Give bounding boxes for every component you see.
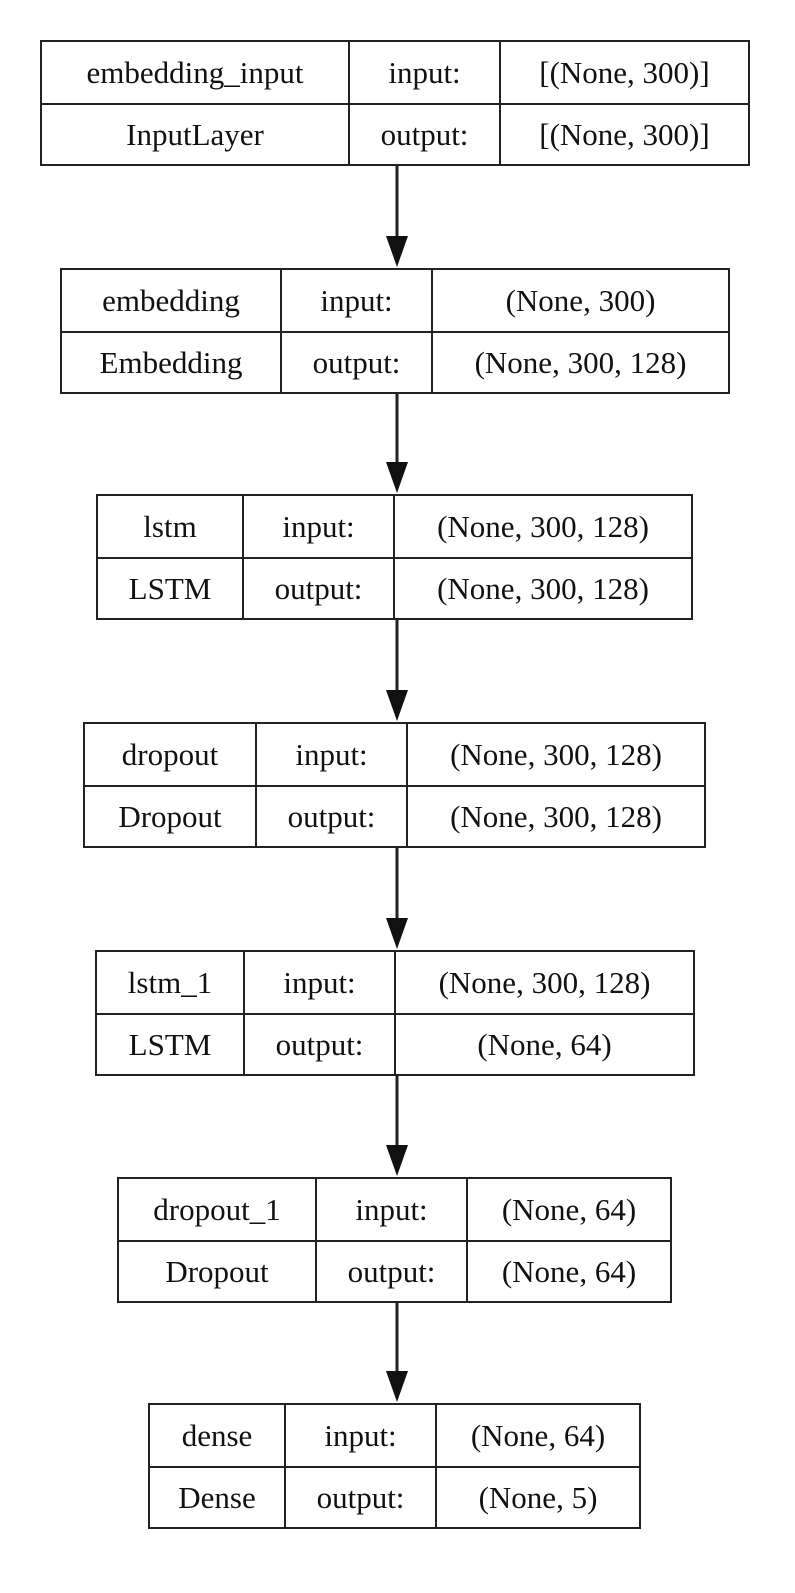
input-shape: (None, 300, 128): [394, 952, 693, 1013]
input-label: input:: [315, 1179, 466, 1240]
input-label: input:: [284, 1405, 435, 1466]
input-shape: (None, 64): [466, 1179, 670, 1240]
layer-name: lstm: [143, 508, 197, 544]
arrowhead-icon: [386, 462, 408, 493]
arrowhead-icon: [386, 236, 408, 267]
output-label: output:: [255, 785, 406, 846]
input-shape: [(None, 300)]: [499, 42, 748, 103]
arrowhead-icon: [386, 690, 408, 721]
layer-name: dropout_1: [153, 1191, 281, 1227]
layer-name: embedding: [102, 282, 240, 318]
edge-embedding-to-lstm: [386, 394, 408, 493]
edge-dropout-to-lstm-1: [386, 848, 408, 949]
input-shape: (None, 300, 128): [406, 724, 704, 785]
output-label: output:: [315, 1240, 466, 1301]
layer-type: Dropout: [85, 785, 255, 846]
input-shape: (None, 300): [431, 270, 728, 331]
layer-name: dense: [181, 1417, 253, 1453]
edge-dropout-1-to-dense: [386, 1303, 408, 1402]
edge-embedding-input-to-embedding: [386, 166, 408, 267]
output-label: output:: [242, 557, 393, 618]
input-label: input:: [255, 724, 406, 785]
layer-type: Dropout: [119, 1240, 315, 1301]
output-shape: (None, 64): [394, 1013, 693, 1074]
layer-type: InputLayer: [42, 103, 348, 164]
output-label: output:: [348, 103, 499, 164]
input-label: input:: [348, 42, 499, 103]
output-label: output:: [284, 1466, 435, 1527]
arrowhead-icon: [386, 918, 408, 949]
input-label: input:: [242, 496, 393, 557]
input-label: input:: [243, 952, 394, 1013]
layer-name: embedding_input: [86, 54, 304, 90]
layer-type: Embedding: [62, 331, 280, 392]
edge-lstm-1-to-dropout-1: [386, 1076, 408, 1176]
layer-type: LSTM: [98, 557, 242, 618]
output-shape: (None, 300, 128): [431, 331, 728, 392]
input-shape: (None, 300, 128): [393, 496, 691, 557]
output-shape: [(None, 300)]: [499, 103, 748, 164]
output-label: output:: [243, 1013, 394, 1074]
output-shape: (None, 300, 128): [393, 557, 691, 618]
input-label: input:: [280, 270, 431, 331]
layer-node-embedding-input: embedding_input input:[(None, 300)] InputL…: [40, 40, 750, 166]
input-shape: (None, 64): [435, 1405, 639, 1466]
layer-name: lstm_1: [127, 964, 213, 1000]
output-label: output:: [280, 331, 431, 392]
edge-lstm-to-dropout: [386, 620, 408, 721]
layer-type: LSTM: [97, 1013, 243, 1074]
output-shape: (None, 300, 128): [406, 785, 704, 846]
output-shape: (None, 64): [466, 1240, 670, 1301]
arrowhead-icon: [386, 1371, 408, 1402]
arrowhead-icon: [386, 1145, 408, 1176]
layer-type: Dense: [150, 1466, 284, 1527]
output-shape: (None, 5): [435, 1466, 639, 1527]
layer-name: dropout: [121, 736, 219, 772]
